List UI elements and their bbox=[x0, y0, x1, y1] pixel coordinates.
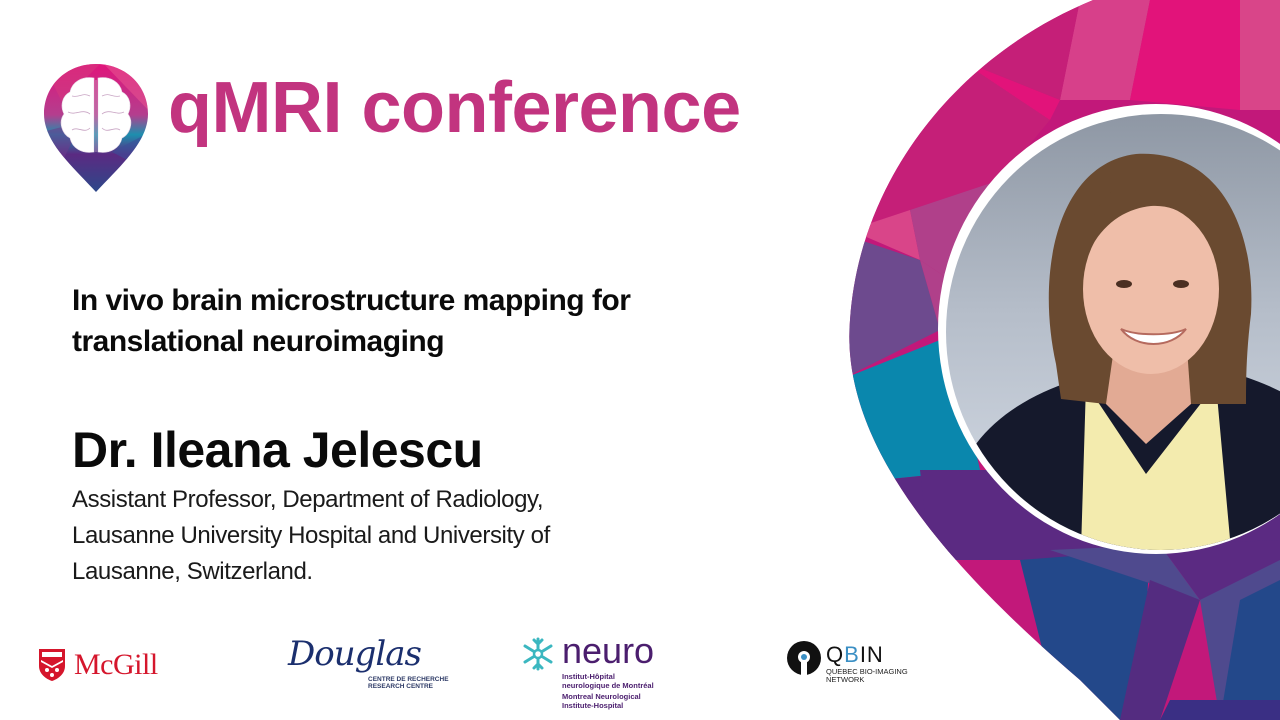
qbin-wordmark: QBIN bbox=[826, 642, 884, 668]
brain-pin-icon bbox=[44, 64, 148, 192]
conference-title: qMRI conference bbox=[168, 68, 741, 148]
qbin-letter: B bbox=[844, 642, 860, 667]
speaker-name: Dr. Ileana Jelescu bbox=[72, 422, 483, 478]
qbin-subtitle-line: NETWORK bbox=[826, 675, 865, 684]
neuro-subtitle-line: neurologique de Montréal bbox=[562, 681, 654, 690]
speaker-photo bbox=[946, 114, 1280, 550]
qbin-subtitle: QUEBEC BIO-IMAGING NETWORK bbox=[826, 668, 908, 684]
neuro-subtitle-line: Institut-Hôpital bbox=[562, 672, 615, 681]
affiliation-line: Lausanne, Switzerland. bbox=[72, 558, 313, 585]
neuro-subtitle-line: Montreal Neurological bbox=[562, 692, 641, 701]
douglas-wordmark: Douglas bbox=[288, 634, 422, 674]
neuro-wordmark: neuro bbox=[562, 630, 655, 671]
affiliation-line: Assistant Professor, Department of Radio… bbox=[72, 486, 544, 513]
douglas-subtitle-line: RESEARCH CENTRE bbox=[368, 683, 434, 690]
talk-title: In vivo brain microstructure mapping for… bbox=[72, 284, 631, 358]
mcgill-wordmark: McGill bbox=[74, 648, 158, 681]
qbin-subtitle-line: QUEBEC BIO-IMAGING bbox=[826, 667, 908, 676]
neuro-subtitle: Institut-Hôpital neurologique de Montréa… bbox=[562, 672, 654, 710]
douglas-subtitle: CENTRE DE RECHERCHE RESEARCH CENTRE bbox=[368, 676, 449, 690]
neuro-subtitle-line: Institute-Hospital bbox=[562, 701, 624, 710]
mcgill-crest-icon bbox=[39, 649, 65, 681]
douglas-subtitle-line: CENTRE DE RECHERCHE bbox=[368, 676, 449, 683]
sponsor-logos: McGill Douglas CENTRE DE RECHERCHE RESEA… bbox=[0, 630, 940, 720]
douglas-logo: Douglas CENTRE DE RECHERCHE RESEARCH CEN… bbox=[288, 634, 449, 690]
mcgill-logo: McGill bbox=[38, 648, 158, 682]
speaker-affiliation: Assistant Professor, Department of Radio… bbox=[72, 482, 632, 590]
affiliation-line: Lausanne University Hospital and Univers… bbox=[72, 522, 550, 549]
qbin-keyhole-icon bbox=[787, 641, 821, 680]
speaker-photo-frame bbox=[938, 104, 1280, 554]
qbin-letter: IN bbox=[859, 642, 884, 667]
person-portrait-icon bbox=[946, 153, 1280, 550]
neuron-snowflake-icon bbox=[523, 637, 553, 671]
qbin-letter: Q bbox=[826, 642, 845, 667]
